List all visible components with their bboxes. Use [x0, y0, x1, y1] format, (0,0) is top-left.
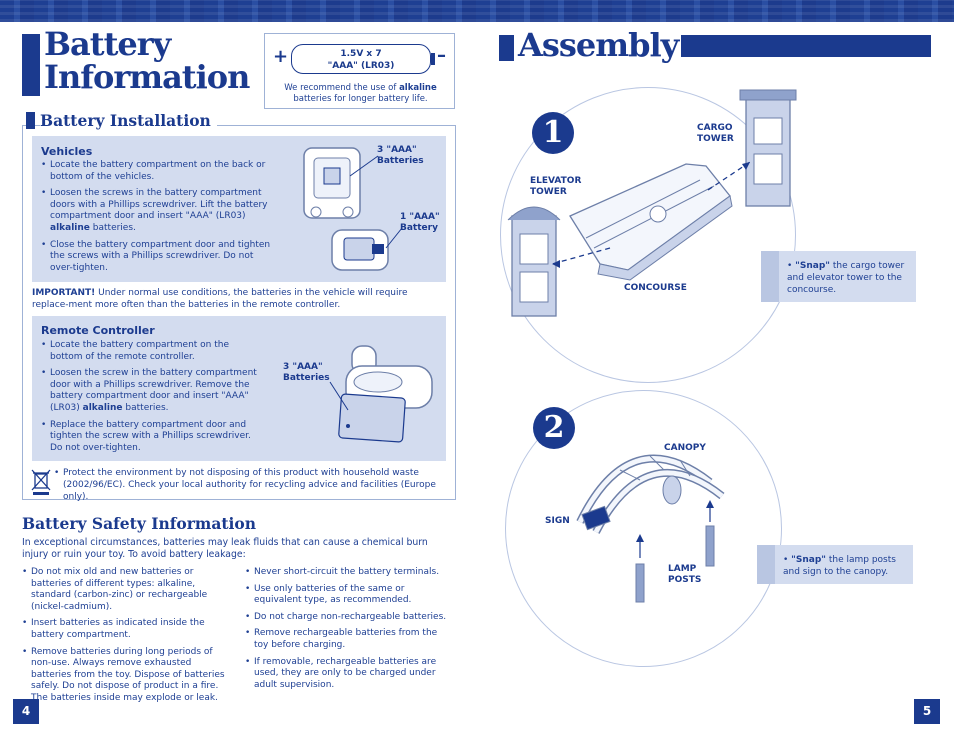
list-item: Do not mix old and new batteries or batt…: [22, 567, 232, 613]
vehicles-heading: Vehicles: [41, 145, 93, 158]
vehicle-callout-1aaa: 1 "AAA"Battery: [400, 212, 440, 233]
assembly-title-accent: [499, 35, 514, 61]
step2-assembly-illustration: [576, 454, 725, 603]
vehicles-list: Locate the battery compartment on the ba…: [41, 160, 273, 279]
minus-sign: –: [437, 45, 446, 66]
installation-heading-accent: [26, 112, 35, 129]
page-title-battery: Battery Information: [44, 25, 250, 96]
battery-safety-heading: Battery Safety Information: [22, 514, 257, 533]
list-item: Locate the battery compartment on the ba…: [41, 160, 273, 183]
battery-voltage: 1.5V x 7: [340, 49, 382, 59]
label-canopy: CANOPY: [664, 443, 706, 453]
vehicle-battery-illustration: [303, 147, 403, 271]
safety-list-left: Do not mix old and new batteries or batt…: [22, 567, 232, 710]
title-bar-accent: [22, 34, 40, 96]
battery-installation-heading: Battery Installation: [40, 111, 217, 130]
list-item: Insert batteries as indicated inside the…: [22, 618, 232, 641]
crossed-bin-icon: [31, 469, 51, 495]
safety-list-right: Never short-circuit the battery terminal…: [245, 567, 450, 696]
page-title-assembly: Assembly: [518, 26, 679, 64]
title-line-1: Battery: [44, 25, 171, 63]
alkaline-recommendation: We recommend the use of alkaline batteri…: [284, 83, 437, 104]
title-line-2: Information: [44, 58, 250, 96]
list-item: Remove rechargeable batteries from the t…: [245, 628, 450, 651]
top-pattern-band: [0, 0, 954, 22]
remote-callout-3aaa: 3 "AAA"Batteries: [283, 362, 330, 383]
plus-sign: +: [273, 46, 289, 67]
list-item: If removable, rechargeable batteries are…: [245, 657, 450, 692]
step1-number: 1: [532, 112, 574, 154]
step2-note: • "Snap" the lamp posts and sign to the …: [757, 545, 913, 584]
page-number-right: 5: [914, 699, 940, 724]
important-note: IMPORTANT! Under normal use conditions, …: [32, 288, 408, 310]
vehicle-callout-3aaa: 3 "AAA"Batteries: [377, 145, 424, 166]
label-sign: SIGN: [545, 516, 570, 526]
battery-tip: [431, 53, 435, 65]
list-item: Loosen the screws in the battery compart…: [41, 188, 273, 234]
list-item: Close the battery compartment door and t…: [41, 240, 273, 275]
remote-controller-illustration: [329, 345, 433, 443]
remote-controller-heading: Remote Controller: [41, 324, 155, 337]
assembly-title-rule: [681, 35, 931, 57]
battery-requirement-box: + 1.5V x 7 "AAA" (LR03) – We recommend t…: [264, 33, 455, 109]
step1-assembly-illustration: [507, 89, 797, 317]
label-concourse: CONCOURSE: [624, 283, 687, 293]
list-item: Remove batteries during long periods of …: [22, 647, 232, 705]
environment-note: •Protect the environment by not disposin…: [54, 468, 436, 502]
battery-type: "AAA" (LR03): [327, 61, 395, 71]
step2-number: 2: [533, 407, 575, 449]
list-item: Locate the battery compartment on the bo…: [41, 340, 263, 363]
battery-cell-icon: 1.5V x 7 "AAA" (LR03): [291, 44, 431, 74]
list-item: Replace the battery compartment door and…: [41, 420, 263, 455]
list-item: Never short-circuit the battery terminal…: [245, 567, 450, 579]
battery-installation-frame: [22, 125, 456, 500]
remote-list: Locate the battery compartment on the bo…: [41, 340, 263, 459]
list-item: Loosen the screw in the battery compartm…: [41, 368, 263, 414]
step1-note: • "Snap" the cargo tower and elevator to…: [761, 251, 916, 302]
safety-intro: In exceptional circumstances, batteries …: [22, 537, 428, 560]
page-number-left: 4: [13, 699, 39, 724]
list-item: Do not charge non-rechargeable batteries…: [245, 612, 450, 624]
list-item: Use only batteries of the same or equiva…: [245, 584, 450, 607]
